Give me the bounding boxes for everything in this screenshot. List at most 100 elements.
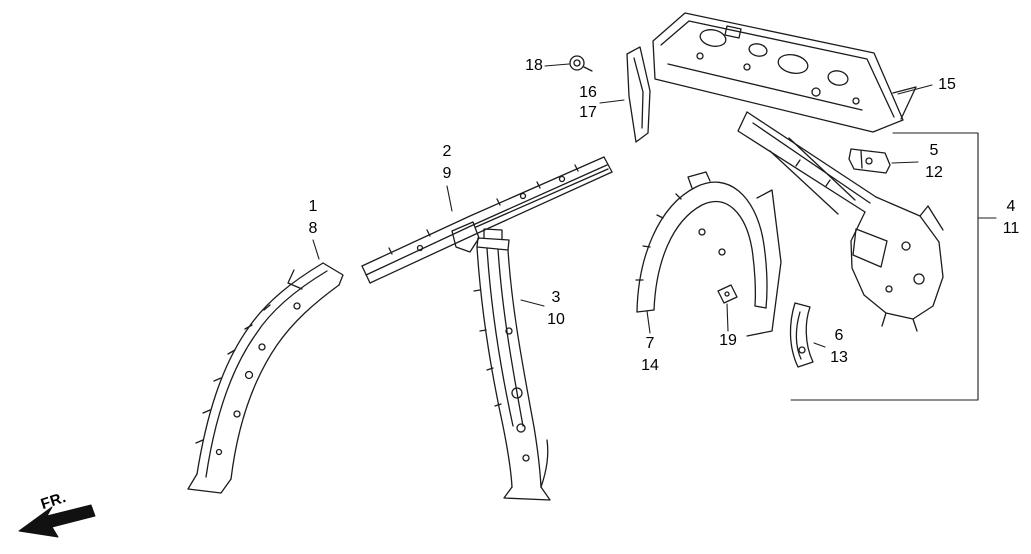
rear-shelf-hole [852,97,860,105]
center-pillar-hole [522,454,530,462]
wheelhouse-inner-dome [653,200,757,311]
rear-shelf-inner-edge [660,20,895,118]
rear-inner-bottom-flanges [881,312,918,332]
roof-rail-bottom-edge [369,171,613,284]
roof-rail-hole [519,192,527,200]
rear-shelf-hole [743,63,751,71]
callout-18: 18 [525,57,543,74]
callout-12: 12 [925,164,943,181]
roof-rail-hole [558,175,566,183]
rear-shelf-oval-hole [748,43,768,57]
part-center-pillar [473,228,551,501]
gusset-inner-line [795,311,802,360]
center-pillar-inner-line [486,247,514,427]
rear-inner-body-outline [850,196,944,320]
leader-7-14 [646,310,651,334]
leader-16-17 [599,99,625,104]
callout-11: 11 [1002,220,1020,237]
rear-shelf-oval-hole [777,54,809,74]
rear-shelf-rect-detail [724,25,742,39]
center-pillar-top-tab [476,237,510,251]
roof-rail-top-edge [361,156,605,267]
rear-shelf-oval-hole [827,70,849,86]
callout-4: 4 [1006,198,1016,215]
center-pillar-hatch [473,289,502,407]
roof-rail-inner-line [365,164,608,276]
rear-inner-rail-bottom [737,111,866,213]
center-pillar-hole [516,423,526,433]
front-pillar-outline [196,262,324,475]
center-pillar-upper-tab [483,228,503,240]
rear-inner-hole [901,241,911,251]
wheelhouse-right-flange [746,189,782,337]
rear-inner-rail-top [746,111,877,198]
clip-hole [724,291,730,297]
rear-shelf-hole [696,52,704,60]
front-pillar-hole [258,343,266,351]
front-pillar-hole [233,410,241,418]
front-pillar-hole [244,370,254,380]
center-pillar-hole [505,327,513,335]
gusset-outline [789,302,814,368]
center-pillar-flare [540,439,549,488]
bracket-outline [848,148,891,174]
part-wheelhouse-inner [635,171,782,337]
front-pillar-top-cap [322,262,344,286]
part-stiffener-strip [626,46,651,143]
bolt-tail [583,66,593,72]
callout-16: 16 [579,84,597,101]
strip-outline [626,46,651,143]
part-rear-inner-panel [737,111,944,332]
front-pillar-hatch [195,304,271,444]
bolt-inner [573,59,581,67]
front-pillar-hole [293,302,301,310]
leader-1-8 [312,239,320,260]
roof-rail-hole [416,244,424,252]
callout-10: 10 [547,311,565,328]
front-pillar-foot [187,473,232,494]
wheelhouse-bottom-edges [636,305,767,313]
front-pillar-inner-line [230,284,340,480]
rear-shelf-hole [811,87,821,97]
part-bracket [848,148,891,174]
rear-inner-top-flange [919,205,944,231]
rear-shelf-inner-line [667,63,863,111]
part-front-pillar [187,262,344,494]
callout-15: 15 [938,76,956,93]
front-pillar-hole [215,448,223,456]
leader-15 [897,84,933,95]
bracket-notch [860,150,863,169]
center-pillar-foot [503,486,551,501]
leader-18 [544,63,570,67]
rear-shelf-oval-hole [699,29,727,47]
leader-3-10 [520,299,545,307]
leader-5-12 [891,161,919,164]
rear-inner-hole [913,273,925,285]
wheelhouse-outer-dome [636,181,768,313]
callout-17: 17 [579,104,597,121]
wheelhouse-hatch [635,193,682,281]
callout-6: 6 [834,327,844,344]
center-pillar-inner-line2 [497,248,524,427]
rear-inner-window-opening [852,228,888,268]
rear-shelf-outline [652,12,904,133]
bracket-hole [865,157,873,165]
part-roof-side-rail [361,156,613,284]
callout-14: 14 [641,357,659,374]
callout-5: 5 [929,142,939,159]
part-clip [717,284,738,304]
leader-lines [312,63,997,401]
front-pillar-mid-line [205,270,328,478]
callout-2: 2 [442,143,452,160]
gusset-hole [798,346,806,354]
rear-inner-hatch [795,159,831,187]
callout-1: 1 [308,198,318,215]
assembly-bracket-4-11 [790,132,997,401]
callout-13: 13 [830,349,848,366]
leader-2-9 [446,185,453,212]
center-pillar-left-edge [476,246,513,488]
roof-rail-hatch [388,164,579,255]
wheelhouse-hole [718,248,726,256]
